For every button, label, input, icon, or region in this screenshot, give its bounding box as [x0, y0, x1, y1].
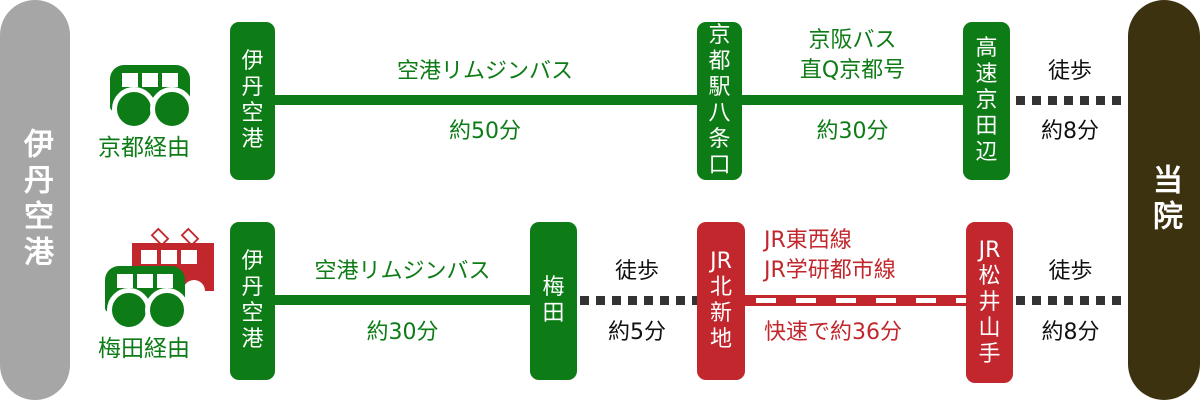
- walk-label: 徒歩: [614, 259, 659, 284]
- route-label: 京都経由: [98, 135, 190, 161]
- walk-time: 約8分: [1041, 119, 1099, 144]
- station-kitashinchi: JR北新地: [697, 222, 745, 380]
- segment-name-2: JR学研都市線: [764, 258, 896, 283]
- walk-time: 約8分: [1041, 320, 1100, 345]
- bus-line: [270, 295, 535, 305]
- station-umeda: 梅田: [530, 222, 577, 380]
- station-kyotanabe: 高速京田辺: [963, 22, 1010, 180]
- walk-label: 徒歩: [1048, 259, 1093, 284]
- segment-time: 約30分: [816, 119, 889, 144]
- segment-name-1: 京阪バス: [808, 28, 897, 53]
- station-matsuiyamate: JR松井山手: [966, 222, 1013, 383]
- bus-and-train-icon: [105, 227, 215, 333]
- jr-line: [742, 295, 968, 306]
- segment-name-1: JR東西線: [764, 228, 852, 253]
- segment-name: 空港リムジンバス: [314, 259, 491, 284]
- destination-label: 当院: [1147, 164, 1182, 236]
- bus-icon: [110, 65, 194, 131]
- segment-time: 約50分: [449, 119, 521, 144]
- bus-line: [270, 95, 970, 105]
- segment-time: 約30分: [366, 320, 439, 345]
- origin-terminal: 伊丹空港: [0, 0, 70, 400]
- station-itami: 伊丹空港: [230, 222, 275, 380]
- walk-time: 約5分: [608, 320, 666, 345]
- walk-line: [580, 296, 697, 305]
- segment-time: 快速で約36分: [764, 320, 902, 345]
- segment-name: 空港リムジンバス: [396, 59, 573, 84]
- origin-label: 伊丹空港: [18, 128, 53, 272]
- station-kyoto-hachijo: 京都駅八条口: [697, 22, 742, 180]
- walk-label: 徒歩: [1047, 59, 1092, 84]
- walk-line: [1016, 96, 1128, 105]
- walk-line: [1016, 296, 1128, 305]
- route-label: 梅田経由: [98, 336, 190, 362]
- destination-terminal: 当院: [1128, 0, 1200, 400]
- station-itami: 伊丹空港: [230, 22, 275, 180]
- segment-name-2: 直Q京都号: [799, 58, 906, 83]
